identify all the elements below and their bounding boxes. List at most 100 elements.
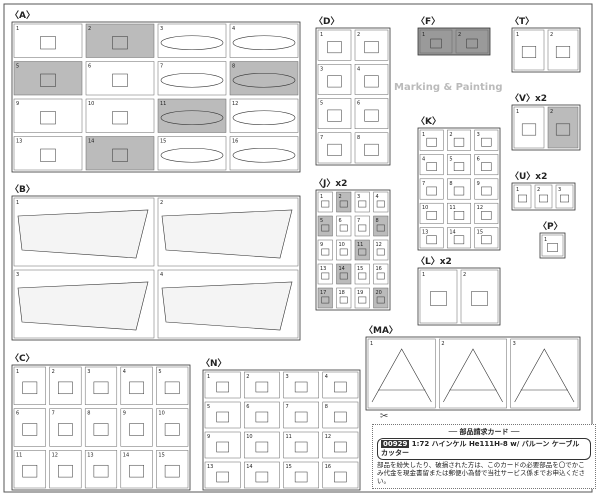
section-label: 〈F〉	[416, 16, 440, 27]
part-shape	[93, 464, 109, 478]
part-cell	[49, 366, 82, 405]
part-number: 9	[16, 101, 19, 107]
part-number: 16	[325, 464, 331, 470]
part-cell	[547, 29, 579, 71]
part-number: 8	[376, 218, 379, 224]
section-label: 〈T〉	[510, 16, 534, 27]
part-number: 3	[16, 272, 19, 278]
part-cell	[157, 197, 299, 267]
part-number: 13	[422, 230, 428, 236]
part-number: 14	[339, 266, 345, 272]
part-number: 20	[376, 290, 382, 296]
part-shape	[129, 381, 144, 395]
section-label: 〈B〉	[10, 184, 35, 195]
part-number: 12	[477, 205, 483, 211]
part-shape	[255, 441, 269, 453]
part-cell	[120, 450, 153, 489]
fuselage-part	[232, 72, 296, 88]
part-number: 1	[16, 200, 19, 206]
fuselage-part	[232, 35, 296, 51]
part-number: 5	[16, 64, 19, 70]
sprue-frame	[417, 267, 501, 326]
part-number: 1	[422, 132, 425, 138]
part-shape	[358, 296, 367, 304]
fuselage-part	[160, 72, 224, 88]
part-shape	[216, 381, 229, 393]
part-number: 2	[52, 369, 55, 375]
part-shape	[364, 109, 379, 122]
part-cell	[229, 23, 299, 58]
section-label: 〈V〉x2	[510, 93, 547, 104]
part-cell	[474, 227, 499, 249]
part-shape	[93, 423, 109, 436]
part-number: 1	[516, 187, 519, 193]
part-shape	[358, 248, 367, 256]
part-cell	[120, 408, 153, 447]
part-cell	[317, 132, 352, 164]
fuselage-part	[232, 147, 296, 163]
part-cell	[322, 461, 359, 489]
part-shape	[358, 200, 367, 208]
part-number: 4	[422, 156, 425, 162]
part-cell	[474, 129, 499, 151]
part-number: 11	[160, 101, 166, 107]
part-cell	[419, 29, 453, 54]
part-cell	[244, 461, 280, 489]
part-cell	[283, 461, 319, 489]
section-label: 〈U〉x2	[510, 171, 547, 182]
part-number: 8	[357, 135, 360, 141]
part-shape	[560, 194, 569, 203]
part-shape	[58, 381, 73, 395]
sprue-frame	[539, 232, 566, 259]
part-shape	[358, 272, 367, 280]
wing-part	[161, 281, 293, 331]
part-cell	[317, 191, 333, 213]
part-shape	[430, 291, 447, 306]
parts-request-card: ── 部品請求カード ── 00929 1:72 ハインケル He111H-8 …	[372, 424, 596, 489]
part-number: 5	[207, 404, 210, 410]
part-number: 12	[325, 434, 331, 440]
part-shape	[58, 464, 73, 478]
part-shape	[93, 381, 109, 395]
part-number: 14	[246, 464, 252, 470]
part-shape	[327, 143, 342, 156]
part-shape	[334, 381, 347, 393]
part-shape	[216, 471, 229, 483]
part-cell	[419, 178, 444, 200]
part-number: 15	[158, 452, 164, 458]
cable-cutter-part	[443, 348, 503, 403]
part-shape	[339, 200, 348, 208]
part-number: 6	[246, 404, 249, 410]
fuselage-part	[160, 35, 224, 51]
fuselage-part	[232, 110, 296, 126]
part-shape	[453, 235, 465, 245]
part-number: 12	[232, 101, 238, 107]
part-number: 5	[158, 369, 161, 375]
part-cell	[204, 461, 241, 489]
part-shape	[339, 224, 348, 232]
part-number: 1	[544, 237, 547, 243]
part-number: 1	[320, 32, 323, 38]
card-title: ── 部品請求カード ──	[448, 428, 520, 436]
part-number: 8	[449, 181, 452, 187]
part-cell	[13, 450, 46, 489]
part-shape	[376, 224, 385, 232]
part-cell	[419, 202, 444, 224]
part-shape	[294, 471, 308, 483]
part-shape	[255, 381, 269, 393]
part-number: 3	[513, 341, 516, 347]
part-number: 11	[286, 434, 292, 440]
cable-cutter-part	[371, 348, 432, 403]
part-number: 19	[357, 290, 363, 296]
part-cell	[157, 61, 227, 96]
part-cell	[156, 366, 189, 405]
sprue-frame	[365, 336, 581, 411]
part-cell	[354, 64, 389, 95]
card-instructions: 部品を紛失したり、破損された方は、このカードの必要部品を〇でかこみ代金を現金書留…	[377, 461, 585, 485]
part-number: 2	[537, 187, 540, 193]
part-cell	[474, 202, 499, 224]
